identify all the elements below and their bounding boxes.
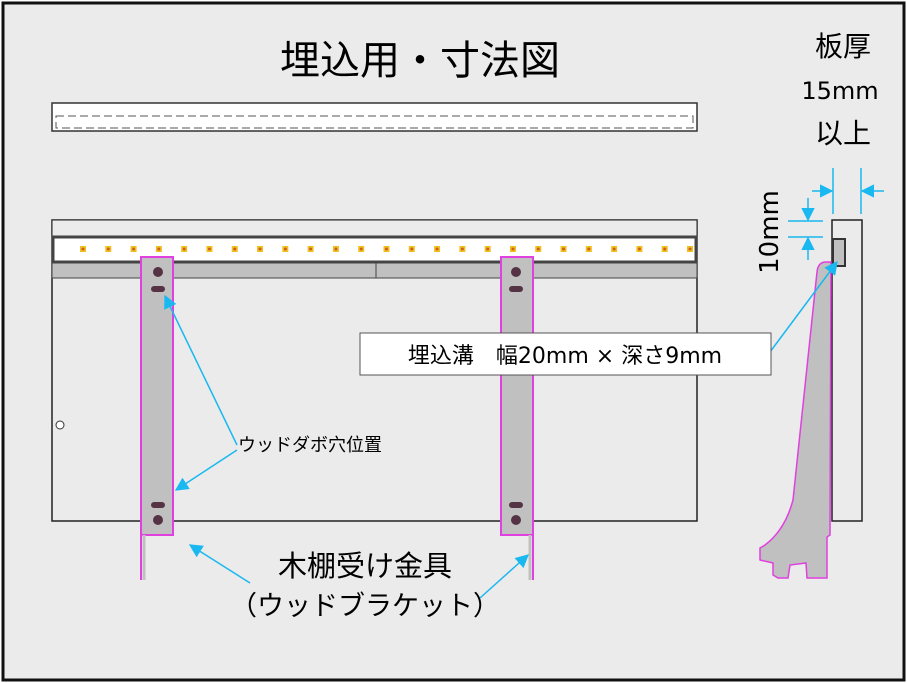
groove-callout-box — [359, 332, 772, 376]
led-dot-center — [562, 247, 566, 251]
led-dot-center — [81, 247, 85, 251]
thickness-note-line2: 15mm — [801, 77, 878, 105]
hole-marker — [55, 420, 65, 430]
led-dot-center — [435, 247, 439, 251]
led-dot-center — [385, 247, 388, 251]
callout-arrows — [164, 260, 838, 599]
thickness-note-line3: 以上 — [815, 117, 871, 150]
diagram-title: 埋込用・寸法図 — [280, 38, 560, 84]
led-dot-center — [132, 247, 136, 251]
led-dot-center — [637, 247, 641, 251]
led-dot-center — [157, 247, 161, 251]
bracket-side-profile — [759, 261, 832, 579]
led-dot-center — [410, 247, 414, 251]
led-dot-center — [460, 247, 464, 251]
top-view — [51, 102, 698, 132]
led-dot-center — [106, 247, 110, 251]
led-dot-center — [309, 247, 313, 251]
led-dot-center — [486, 247, 490, 251]
led-dot-center — [536, 247, 540, 251]
led-dot-center — [283, 247, 287, 251]
bracket-label-line1: 木棚受け金具 — [278, 549, 452, 583]
dimension-markers — [788, 168, 884, 260]
thickness-note-line1: 板厚 — [815, 30, 871, 63]
led-dot-center — [334, 247, 338, 251]
bracket-left — [140, 256, 174, 580]
led-dot-center — [688, 247, 692, 251]
led-dot-center — [182, 247, 186, 251]
led-dots — [80, 246, 693, 252]
dimension-10mm: 10mm — [755, 190, 785, 274]
bracket-right — [500, 256, 534, 580]
groove-callout-text: 埋込溝 幅20mm × 深さ9mm — [408, 344, 722, 369]
led-dot-center — [258, 247, 262, 251]
led-dot-center — [663, 247, 667, 251]
led-dot-center — [612, 247, 616, 251]
led-dot-center — [233, 247, 237, 251]
bracket-label-line2: （ウッドブラケット） — [230, 591, 500, 622]
dowel-hole-label: ウッドダボ穴位置 — [238, 435, 382, 456]
led-dot-center — [511, 247, 515, 251]
led-dot-center — [207, 247, 211, 251]
led-dot-center — [587, 247, 591, 251]
led-dot-center — [359, 247, 363, 251]
